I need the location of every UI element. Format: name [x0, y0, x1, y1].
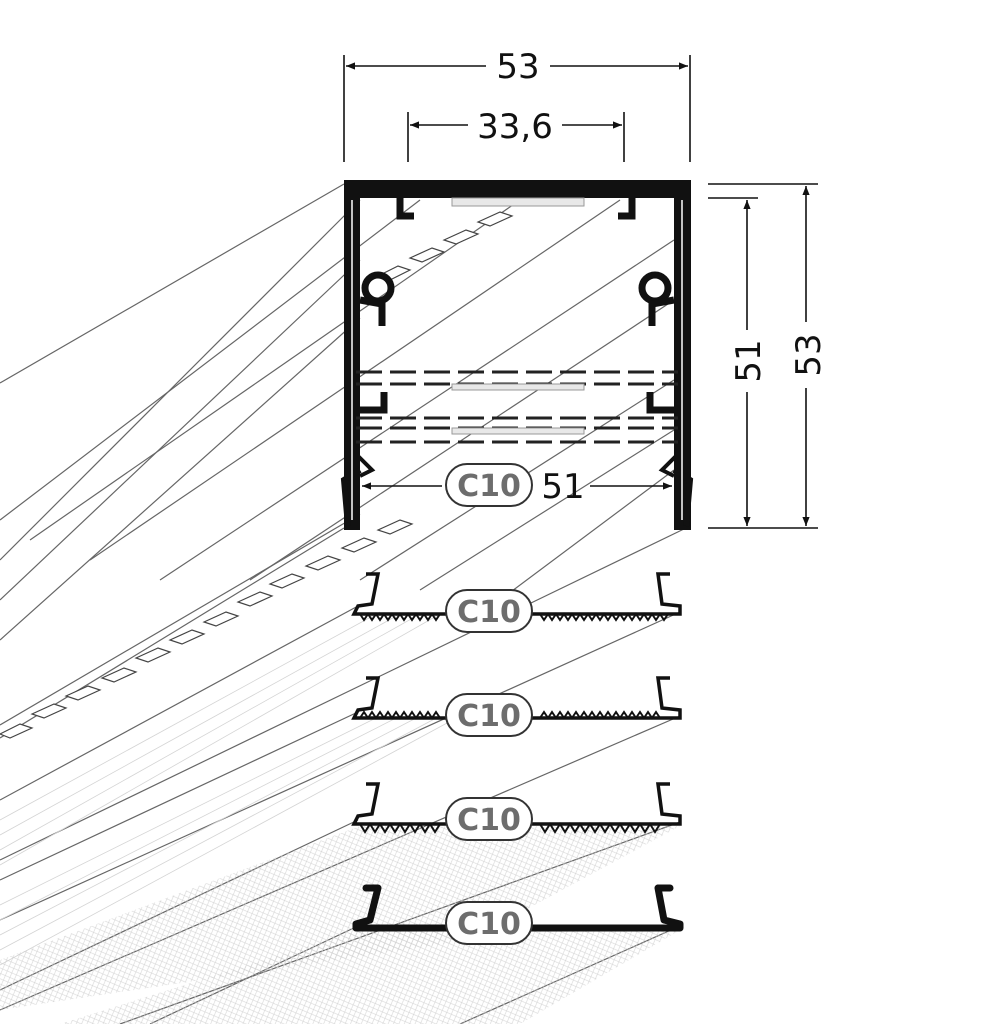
inner-height-label: 51 — [729, 339, 769, 382]
cover-profile: C10 — [351, 572, 682, 633]
frosted-cover-band — [60, 930, 680, 1024]
cover-badge-label: C10 — [457, 469, 521, 504]
cover-profile: C10 — [351, 676, 682, 737]
cover-badge-label: C10 — [457, 595, 521, 630]
outer-width-label: 53 — [496, 47, 539, 87]
dimension-lines — [343, 55, 818, 529]
led-chips-upper — [376, 211, 514, 281]
led-strip-top — [451, 197, 585, 207]
led-strip-mid — [451, 383, 585, 391]
led-chips-lower — [0, 519, 414, 739]
frosted-cover-band — [0, 826, 680, 1010]
housing-profile — [340, 180, 694, 530]
cover-profile-solid: C10 — [352, 884, 684, 945]
outer-height-label: 53 — [789, 333, 829, 376]
cover-badge-label: C10 — [457, 907, 521, 942]
cover-texture — [0, 611, 461, 966]
inner-span-label: 51 — [541, 467, 584, 507]
cover-badge-label: C10 — [457, 803, 521, 838]
cover-profile: C10 — [351, 782, 682, 841]
cover-badge-label: C10 — [457, 699, 521, 734]
inner-width-label: 33,6 — [477, 107, 553, 147]
cover-badge-housing: C10 — [445, 463, 533, 507]
led-strip-low — [451, 427, 585, 435]
